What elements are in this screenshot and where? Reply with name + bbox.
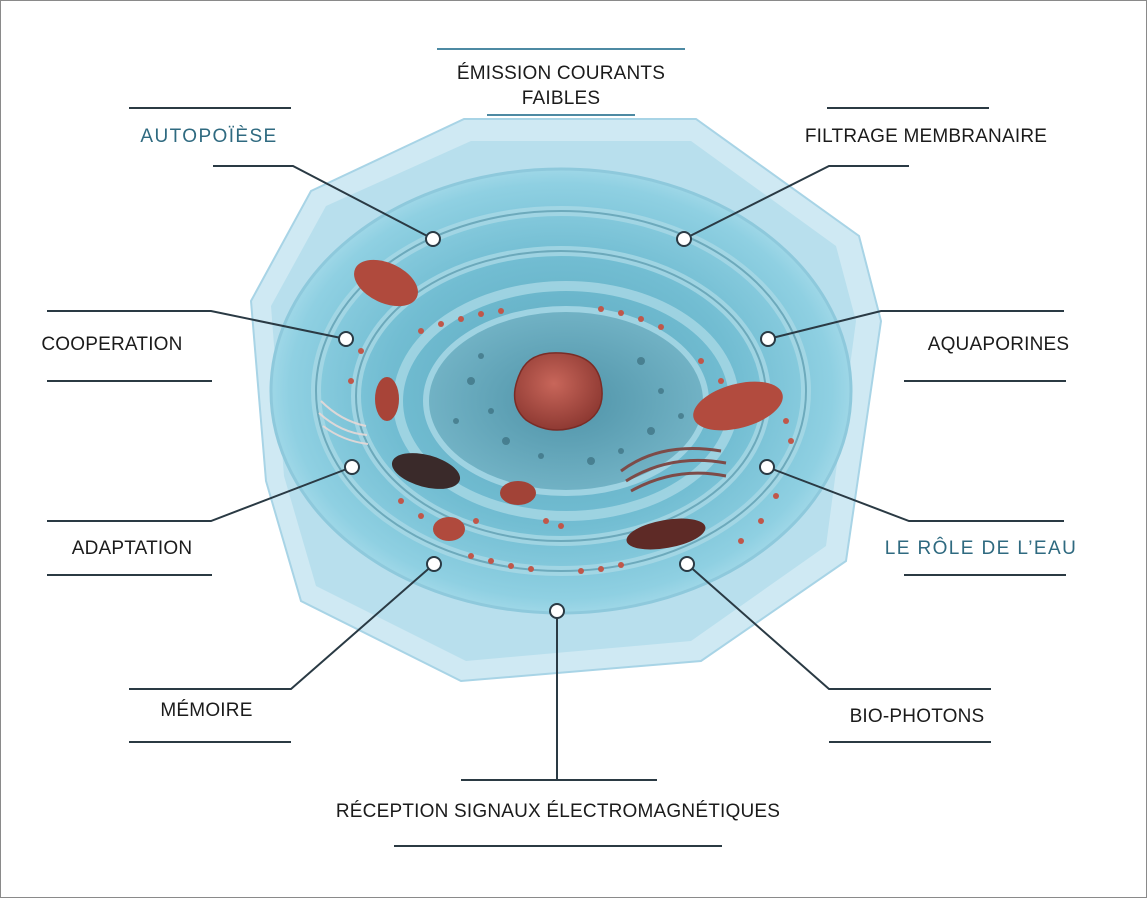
anchor-cooperation (338, 331, 354, 347)
mitochondrion (354, 259, 418, 307)
leader-lines (47, 165, 1064, 779)
leader-biophotons (686, 563, 991, 690)
rule-reception-top (461, 779, 657, 781)
nucleus-pores (453, 353, 684, 465)
mitochondrion (626, 518, 706, 550)
leader-aquaporines (767, 310, 1064, 340)
anchor-dots (338, 231, 776, 619)
golgi-apparatus (620, 447, 727, 493)
rule-emission-bottom (487, 114, 635, 116)
anchor-autopoiese (425, 231, 441, 247)
anchor-adaptation (344, 459, 360, 475)
label-autopoiese: AUTOPOÏÈSE (140, 126, 278, 147)
mitochondrion (375, 377, 399, 421)
rule-filtrage-top (827, 107, 989, 109)
leader-autopoiese (213, 165, 434, 240)
anchor-role-eau (759, 459, 775, 475)
anchor-memoire (426, 556, 442, 572)
rule-memoire-bottom (129, 741, 291, 743)
anchor-filtrage (676, 231, 692, 247)
label-adaptation: ADAPTATION (71, 538, 193, 559)
label-reception: RÉCEPTION SIGNAUX ÉLECTROMAGNÉTIQUES (335, 801, 781, 822)
rule-autopoiese-top (129, 107, 291, 109)
mitochondrion (500, 481, 536, 505)
anchor-aquaporines (760, 331, 776, 347)
rule-emission-top (437, 48, 685, 50)
rule-aquaporines-bottom (904, 380, 1066, 382)
rule-role-eau-bottom (904, 574, 1066, 576)
rule-adaptation-bottom (47, 574, 212, 576)
leader-cooperation (47, 310, 347, 340)
leader-filtrage (683, 165, 909, 240)
anchor-biophotons (679, 556, 695, 572)
label-memoire: MÉMOIRE (160, 700, 253, 721)
label-biophotons: BIO-PHOTONS (849, 706, 985, 727)
label-emission: ÉMISSION COURANTS FAIBLES (456, 63, 666, 109)
label-aquaporines: AQUAPORINES (927, 334, 1070, 355)
mitochondrion (693, 381, 783, 431)
ribosomes (348, 306, 794, 574)
label-filtrage: FILTRAGE MEMBRANAIRE (804, 126, 1048, 147)
rule-cooperation-bottom (47, 380, 212, 382)
label-role-eau: LE RÔLE DE L’EAU (884, 538, 1078, 559)
label-cooperation: COOPERATION (41, 334, 183, 355)
mitochondrion (433, 517, 465, 541)
mitochondrion (391, 453, 461, 489)
leader-role-eau (766, 466, 1064, 522)
nucleolus (513, 352, 603, 431)
rule-reception-bottom (394, 845, 722, 847)
leader-memoire (129, 563, 435, 690)
leader-adaptation (47, 466, 353, 522)
anchor-reception (549, 603, 565, 619)
rule-biophotons-bottom (829, 741, 991, 743)
